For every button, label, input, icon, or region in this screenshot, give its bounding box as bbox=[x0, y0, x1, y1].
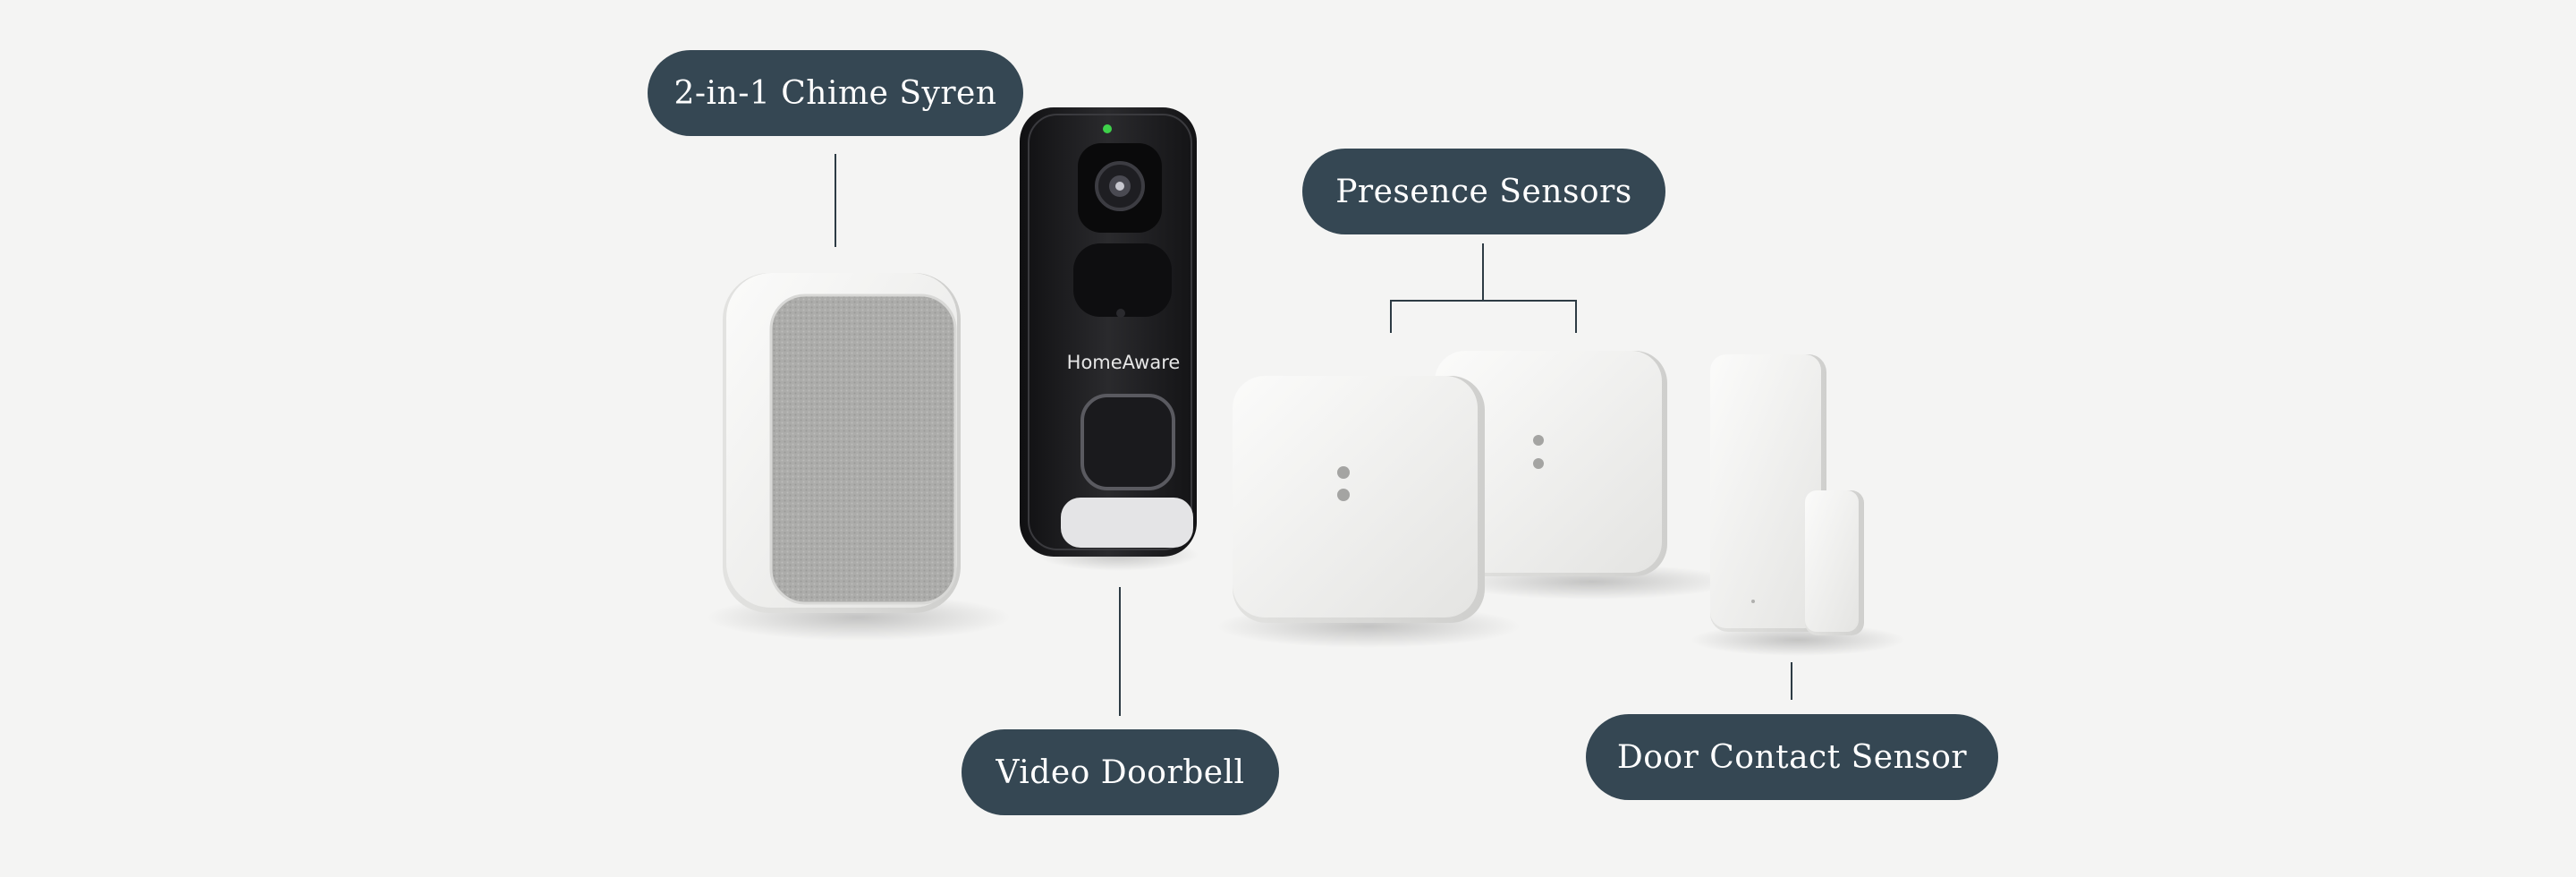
doorbell-brand-text: HomeAware bbox=[1067, 352, 1181, 373]
presence-sensor-back bbox=[1435, 351, 1667, 576]
door-contact-sensor-label-text: Door Contact Sensor bbox=[1616, 738, 1968, 776]
video-doorbell-label: Video Doorbell bbox=[962, 729, 1279, 815]
chime-syren-label: 2-in-1 Chime Syren bbox=[648, 50, 1023, 136]
video-doorbell-device: HomeAware bbox=[1020, 107, 1197, 557]
video-doorbell-label-text: Video Doorbell bbox=[996, 754, 1245, 791]
door-contact-sensor-label: Door Contact Sensor bbox=[1586, 714, 1998, 800]
presence-leader-bracket bbox=[1390, 243, 1577, 333]
chime-syren-label-text: 2-in-1 Chime Syren bbox=[674, 74, 997, 112]
chime-syren-device bbox=[723, 273, 961, 613]
presence-sensor-front bbox=[1233, 376, 1485, 623]
presence-sensors-label-text: Presence Sensors bbox=[1335, 173, 1632, 210]
presence-sensors-label: Presence Sensors bbox=[1302, 149, 1665, 234]
door-contact-sensor-device bbox=[1710, 354, 1864, 635]
